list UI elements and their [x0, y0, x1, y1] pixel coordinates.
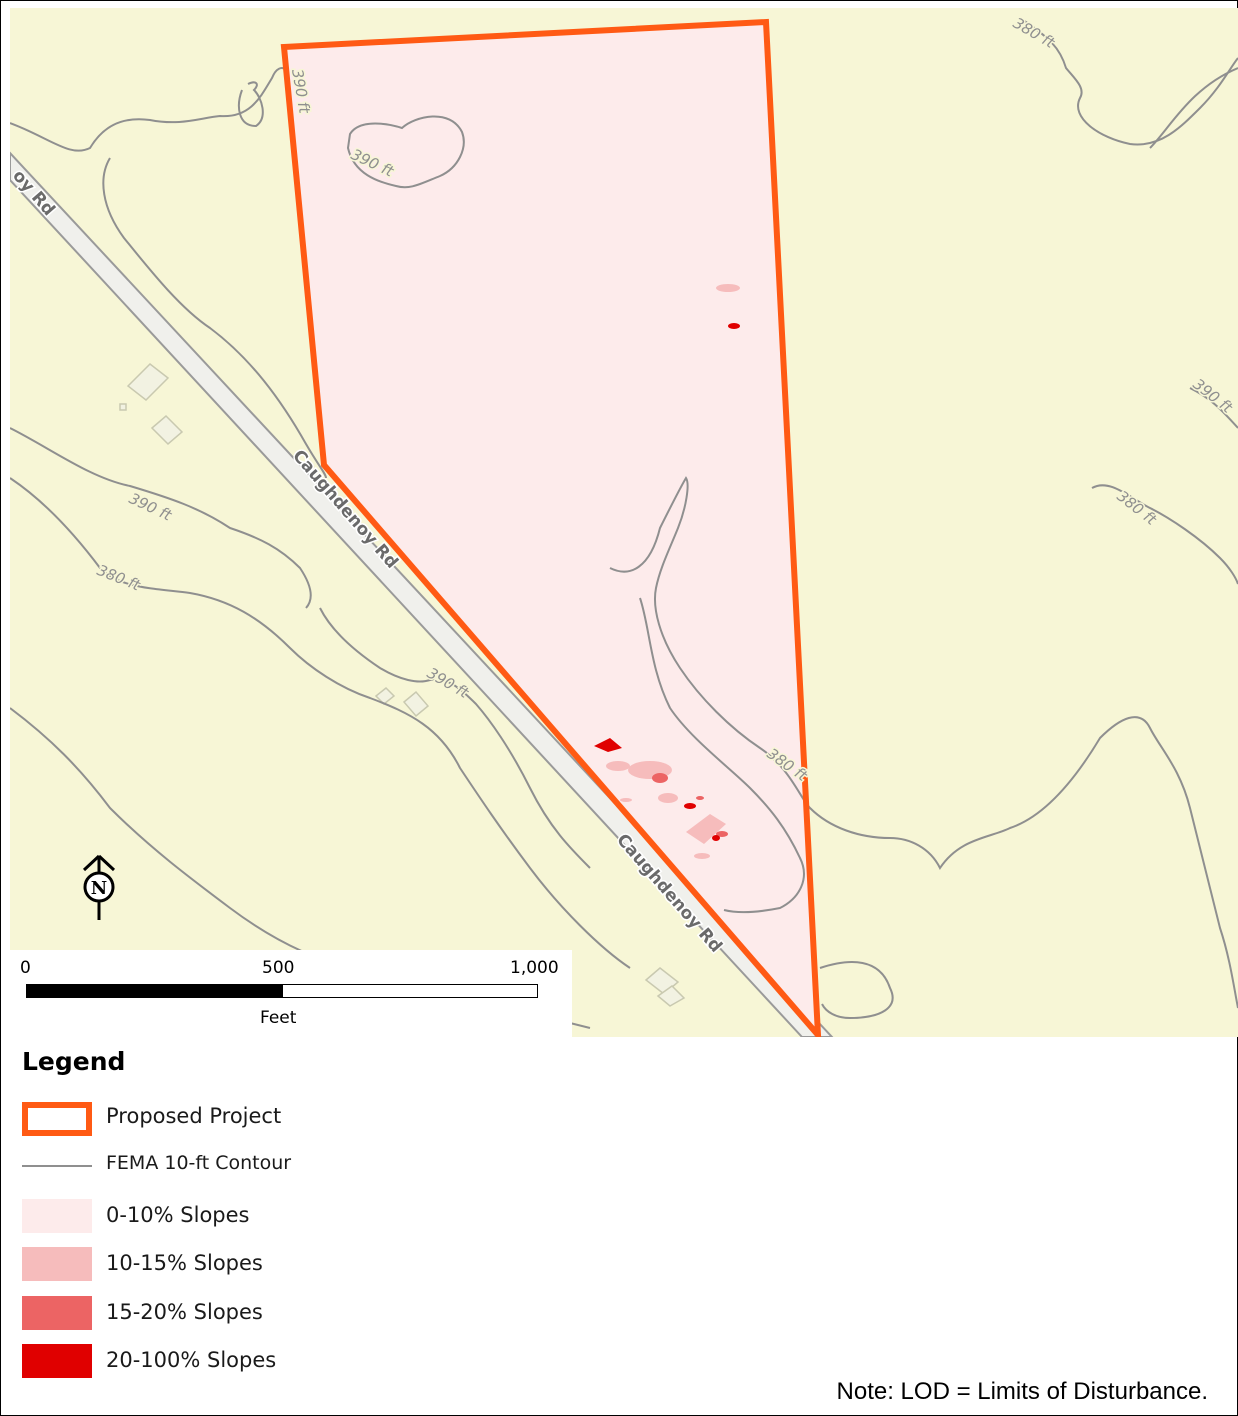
scale-tick: 1,000 — [510, 958, 559, 978]
lod-note: Note: LOD = Limits of Disturbance. — [836, 1378, 1208, 1405]
legend-label: 0-10% Slopes — [106, 1203, 250, 1227]
scale-bar: 0 500 1,000 Feet — [10, 950, 572, 1037]
slope-10-15-patches — [606, 284, 740, 859]
legend-item-slope-15-20: 15-20% Slopes — [20, 1294, 620, 1330]
north-label: N — [91, 878, 107, 899]
legend-item-proposed-project: Proposed Project — [20, 1100, 620, 1136]
legend-label: Proposed Project — [106, 1104, 282, 1128]
legend-swatch-line — [22, 1165, 92, 1167]
legend-swatch-fill — [22, 1344, 92, 1378]
legend-item-slope-0-10: 0-10% Slopes — [20, 1197, 620, 1233]
legend-label: 15-20% Slopes — [106, 1300, 263, 1324]
legend-item-contour: FEMA 10-ft Contour — [20, 1148, 620, 1184]
scale-tick: 500 — [262, 958, 295, 978]
scale-segment-black — [26, 984, 284, 998]
scale-tick: 0 — [20, 958, 31, 978]
legend-swatch-fill — [22, 1247, 92, 1281]
legend: Legend Proposed Project FEMA 10-ft Conto… — [20, 1045, 720, 1395]
legend-swatch-fill — [22, 1199, 92, 1233]
legend-swatch-fill — [22, 1296, 92, 1330]
legend-label: 10-15% Slopes — [106, 1251, 263, 1275]
map-panel[interactable]: Caughdenoy Rd Caughdenoy Rd oy Rd 390 ft… — [10, 8, 1238, 1037]
legend-label: FEMA 10-ft Contour — [106, 1152, 292, 1174]
legend-title: Legend — [22, 1047, 126, 1076]
slope-20-100-patches — [594, 323, 740, 841]
legend-swatch-outline — [22, 1102, 92, 1136]
scale-unit: Feet — [260, 1008, 297, 1028]
scale-segment-white — [282, 984, 538, 998]
north-arrow-icon: N — [76, 852, 122, 922]
slope-0-10-area — [284, 22, 818, 1035]
proposed-project-outline[interactable] — [280, 18, 822, 1037]
slope-15-20-patches — [652, 773, 728, 837]
legend-label: 20-100% Slopes — [106, 1348, 277, 1372]
building-footprints — [119, 363, 686, 1007]
legend-item-slope-10-15: 10-15% Slopes — [20, 1245, 620, 1281]
legend-item-slope-20-100: 20-100% Slopes — [20, 1342, 620, 1378]
map-canvas[interactable]: Caughdenoy Rd Caughdenoy Rd oy Rd 390 ft… — [10, 8, 1238, 1037]
